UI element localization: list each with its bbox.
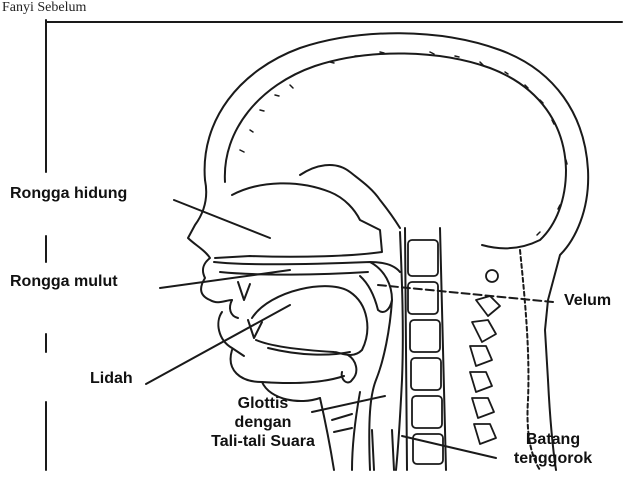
skull-inner-outline — [225, 53, 566, 248]
spine-front — [405, 228, 407, 470]
bone-texture — [240, 52, 567, 235]
label-oral-cavity: Rongga mulut — [10, 273, 118, 291]
label-trachea-line2: tenggorok — [498, 449, 608, 468]
lower-lip — [218, 312, 244, 356]
lower-teeth — [248, 320, 262, 338]
hard-palate-lower — [220, 272, 368, 275]
nasal-cavity-outline — [215, 183, 382, 258]
trachea-right — [392, 430, 394, 470]
sinus-outline — [300, 165, 400, 228]
epiglottis — [342, 355, 357, 382]
label-tongue: Lidah — [90, 370, 133, 388]
leader-trachea — [402, 436, 496, 458]
leader-velum — [378, 285, 553, 302]
upper-lip — [230, 300, 238, 318]
upper-teeth — [238, 282, 250, 300]
label-glottis-line1: Glottis — [198, 394, 328, 413]
trachea-left — [372, 430, 374, 470]
label-glottis-line2: dengan — [198, 413, 328, 432]
mouth-floor — [268, 348, 350, 355]
label-glottis: Glottis dengan Tali-tali Suara — [198, 394, 328, 451]
vocal-folds — [332, 414, 352, 432]
label-trachea-line1: Batang — [498, 430, 608, 449]
leader-nasal — [174, 200, 270, 238]
velum-shape — [360, 262, 392, 312]
label-velum: Velum — [564, 292, 611, 310]
vertebrae — [408, 240, 443, 464]
pharynx-back-wall — [396, 232, 403, 470]
label-glottis-line3: Tali-tali Suara — [198, 432, 328, 451]
label-nasal-cavity: Rongga hidung — [10, 185, 127, 203]
tongue-outline — [252, 286, 367, 355]
skull-outline — [205, 33, 589, 380]
label-trachea: Batang tenggorok — [498, 430, 608, 468]
